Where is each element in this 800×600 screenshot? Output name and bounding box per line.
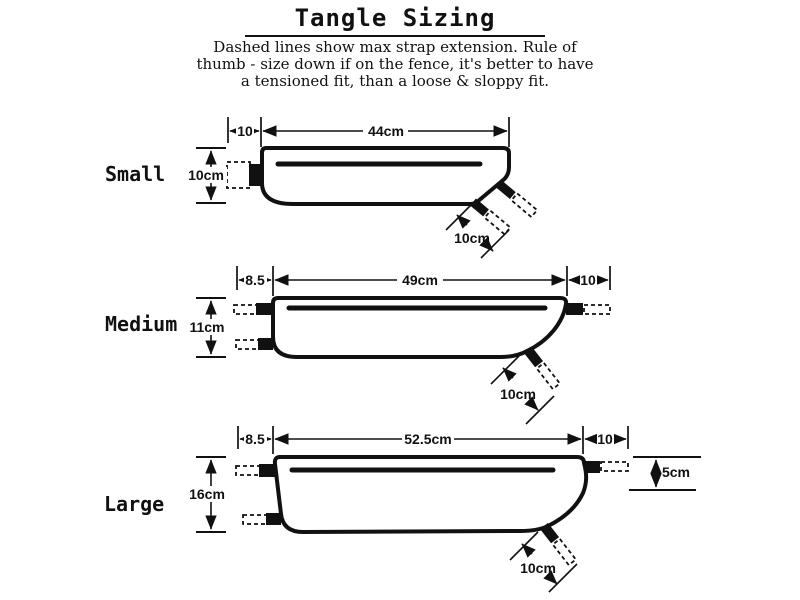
small-seat-strap [496,180,539,219]
subtitle-line-3: a tensioned fit, than a loose & sloppy f… [240,72,550,90]
large-strap-label: 10cm [520,560,556,576]
medium-left-top-strap-max-extension [233,304,258,315]
medium-bag-outline [271,296,569,359]
small-bottom-strap [470,198,512,236]
medium-diagram: Medium 8.5 49cm [105,266,611,425]
large-left-top-strap [259,464,275,477]
medium-top-width-label: 49cm [402,272,438,288]
medium-bottom-strap [524,346,562,391]
subtitle-line-2: thumb - size down if on the fence, it's … [196,55,594,73]
large-left-top-strap-max-extension [235,465,261,476]
medium-right-strap [566,303,583,315]
large-right-strap [584,461,600,473]
subtitle-line-1: Dashed lines show max strap extension. R… [213,38,577,56]
small-strap-dimension: 10cm [445,201,510,259]
medium-left-bottom-strap [258,338,273,350]
medium-size-label: Medium [105,312,177,336]
large-height-label: 16cm [189,486,225,502]
medium-height-dimension: 11cm [187,297,227,358]
large-size-label: Large [104,492,164,516]
large-bottom-strap-max-extension [551,537,578,567]
large-bottom-strap [540,522,578,567]
medium-right-strap-max-extension [583,304,611,315]
medium-left-top-strap [256,303,273,315]
large-right-drop-dimension: 5cm [629,456,701,491]
large-top-width-label: 52.5cm [404,431,451,447]
medium-left-bottom-strap-max-extension [235,339,260,350]
small-size-label: Small [105,162,165,186]
small-left-strap-max-extension [226,161,251,189]
small-left-strap [249,164,263,186]
large-left-bottom-strap [266,513,281,525]
large-right-strap-max-extension [600,461,629,472]
medium-height-label: 11cm [189,319,224,335]
medium-bottom-strap-max-extension [535,361,562,391]
subtitle: Dashed lines show max strap extension. R… [180,39,610,90]
small-top-width-label: 44cm [368,123,404,139]
small-height-dimension: 10cm [187,147,227,204]
medium-strap-label: 10cm [500,386,536,402]
medium-top-offset-label: 8.5 [245,272,265,288]
medium-top-dimension: 8.5 49cm 10 [236,266,611,296]
large-right-drop-label: 5cm [662,464,690,480]
large-left-bottom-strap-max-extension [242,514,268,525]
medium-top-right-offset-label: 10 [580,272,596,288]
large-height-dimension: 16cm [187,456,227,533]
small-bag-outline [260,146,511,206]
medium-strap-dimension: 10cm [490,355,555,425]
large-top-dimension: 8.5 52.5cm 10 [237,426,629,454]
large-diagram: Large 8.5 52.5cm [104,426,701,593]
small-top-offset-label: 10 [237,123,253,139]
large-top-offset-label: 8.5 [245,431,265,447]
small-diagram: Small 10 44cm [105,117,539,259]
small-seat-strap-max-extension [510,192,539,219]
small-top-dimension: 10 44cm [227,117,510,147]
large-top-right-offset-label: 10 [597,431,613,447]
large-strap-dimension: 10cm [509,531,578,593]
small-height-label: 10cm [188,167,224,183]
page-title: Tangle Sizing [245,4,545,37]
